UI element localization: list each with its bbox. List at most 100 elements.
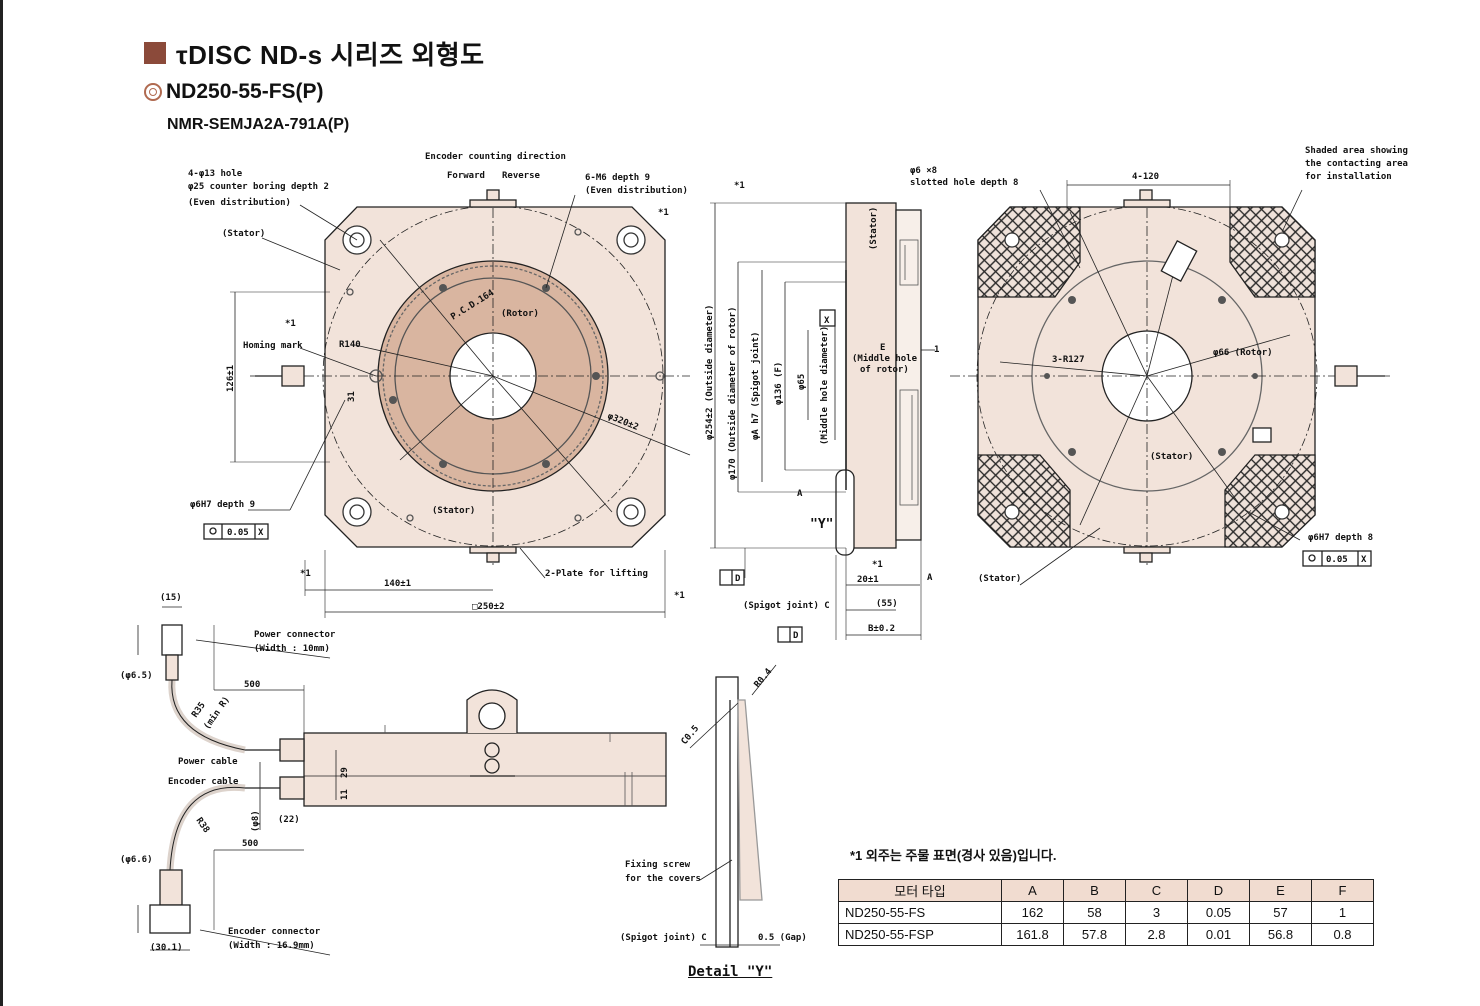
label-e500: 500 — [242, 839, 258, 849]
label-homing: Homing mark — [243, 340, 303, 351]
label-reverse: Reverse — [502, 171, 541, 181]
label-slot1: φ6 ×8 — [910, 166, 937, 176]
label-d65: φ65 — [797, 374, 807, 390]
label-a: A — [797, 489, 803, 499]
label-middle2: (Middle hole — [852, 353, 918, 364]
label-r38: R38 — [194, 816, 212, 835]
table-cell: 57 — [1249, 901, 1312, 924]
label-d22: (22) — [278, 815, 300, 825]
label-d136: φ136 (F) — [774, 362, 784, 405]
label-hole1: 4-φ13 hole — [188, 169, 243, 179]
label-r35: R35 — [190, 701, 208, 720]
label-stator-top: (Stator) — [222, 229, 265, 239]
label-slot2: slotted hole depth 8 — [910, 178, 1018, 188]
label-middle3: of rotor) — [860, 365, 909, 375]
table-cell: 161.8 — [1001, 923, 1064, 946]
label-hole2: φ25 counter boring depth 2 — [188, 181, 329, 192]
label-d11: 11 — [340, 789, 350, 800]
detail-y — [689, 664, 780, 948]
table-header: B — [1063, 879, 1126, 902]
label-stator-side: (Stator) — [869, 207, 879, 250]
table-cell: 3 — [1125, 901, 1188, 924]
label-d29: 29 — [340, 767, 350, 778]
label-mark1-f: *1 — [872, 560, 883, 570]
label-d140: 140±1 — [384, 579, 411, 589]
title-square-icon — [144, 42, 166, 64]
label-hole3: (Even distribution) — [188, 197, 291, 208]
label-plate: 2-Plate for lifting — [545, 568, 648, 579]
side-view — [710, 202, 935, 643]
table-row: ND250-55-FSP 161.8 57.8 2.8 0.01 56.8 0.… — [838, 923, 1374, 946]
table-cell: ND250-55-FS — [838, 901, 1002, 924]
label-shaded3: for installation — [1305, 171, 1392, 182]
label-c05: C0.5 — [680, 724, 702, 747]
label-h7: φ6H7 depth 9 — [190, 500, 255, 510]
cable-view — [137, 606, 667, 956]
table-header: 모터 타입 — [838, 879, 1002, 902]
label-d66: φ66 (Rotor) — [1213, 348, 1273, 358]
label-stator-rear: (Stator) — [1150, 452, 1193, 462]
label-mark1-a: *1 — [285, 319, 296, 329]
label-enc-w: (Width : 16.9mm) — [228, 940, 315, 951]
label-power-conn: Power connector — [254, 630, 336, 640]
label-mark1-d: *1 — [674, 591, 685, 601]
label-power-w: (Width : 10mm) — [254, 643, 330, 654]
table-header: C — [1125, 879, 1188, 902]
table-header: E — [1249, 879, 1312, 902]
label-spigot-c2: (Spigot joint) C — [620, 932, 707, 943]
label-e301: (30.1) — [150, 943, 183, 953]
detail-caption: Detail "Y" — [688, 964, 773, 980]
label-y: "Y" — [810, 517, 833, 532]
table-cell: 162 — [1001, 901, 1064, 924]
label-enc-cable: Encoder cable — [168, 777, 239, 787]
label-one: 1 — [934, 345, 939, 355]
label-d8: (φ8) — [251, 810, 261, 832]
model-name: ND250-55-FS(P) — [166, 80, 324, 103]
label-stator-bottom: (Stator) — [432, 506, 475, 516]
label-p15: (15) — [160, 593, 182, 603]
label-mark1-b: *1 — [658, 208, 669, 218]
label-h7b: φ6H7 depth 8 — [1308, 533, 1373, 543]
label-x-rear: X — [1361, 555, 1367, 565]
label-encoder-dir: Encoder counting direction — [425, 151, 566, 162]
front-view — [203, 189, 691, 618]
label-outside: φ254±2 (Outside diameter) — [704, 305, 715, 440]
table-header-row: 모터 타입 A B C D E F — [838, 879, 1374, 902]
label-d20: 20±1 — [857, 575, 879, 585]
label-spigot-c: (Spigot joint) C — [743, 600, 830, 611]
label-mark1-c: *1 — [300, 569, 311, 579]
label-stator-rear2: (Stator) — [978, 574, 1021, 584]
label-d55: (55) — [876, 599, 898, 609]
label-tol-rear: 0.05 — [1326, 555, 1348, 565]
table-cell: 58 — [1063, 901, 1126, 924]
label-tol: 0.05 — [227, 528, 249, 538]
table-cell: 57.8 — [1063, 923, 1126, 946]
table-cell: 2.8 — [1125, 923, 1188, 946]
label-p500: 500 — [244, 680, 260, 690]
label-m6b: (Even distribution) — [585, 185, 688, 196]
label-a-b: A — [927, 573, 933, 583]
table-cell: 0.05 — [1187, 901, 1250, 924]
label-d126: 126±1 — [226, 365, 236, 392]
label-fixing1: Fixing screw — [625, 859, 691, 870]
table-cell: 0.8 — [1311, 923, 1374, 946]
spec-table: 모터 타입 A B C D E F ND250-55-FS 162 58 3 0… — [838, 879, 1374, 946]
label-r140: R140 — [339, 340, 361, 350]
label-shaded1: Shaded area showing — [1305, 145, 1408, 156]
label-r127: 3-R127 — [1052, 355, 1085, 365]
label-p65: (φ6.5) — [120, 671, 153, 681]
label-d-a: D — [735, 574, 741, 584]
frame-border — [0, 0, 3, 1006]
label-forward: Forward — [447, 171, 485, 181]
label-shaded2: the contacting area — [1305, 158, 1408, 169]
table-header: F — [1311, 879, 1374, 902]
driver-name: NMR-SEMJA2A-791A(P) — [167, 116, 350, 133]
table-cell: 0.01 — [1187, 923, 1250, 946]
table-cell: 56.8 — [1249, 923, 1312, 946]
label-r04: R0.4 — [753, 666, 775, 689]
label-x-side: X — [824, 316, 830, 326]
label-m6a: 6-M6 depth 9 — [585, 173, 650, 183]
label-middle: (Middle hole diameter) — [819, 326, 830, 445]
label-b02: B±0.2 — [868, 624, 895, 634]
